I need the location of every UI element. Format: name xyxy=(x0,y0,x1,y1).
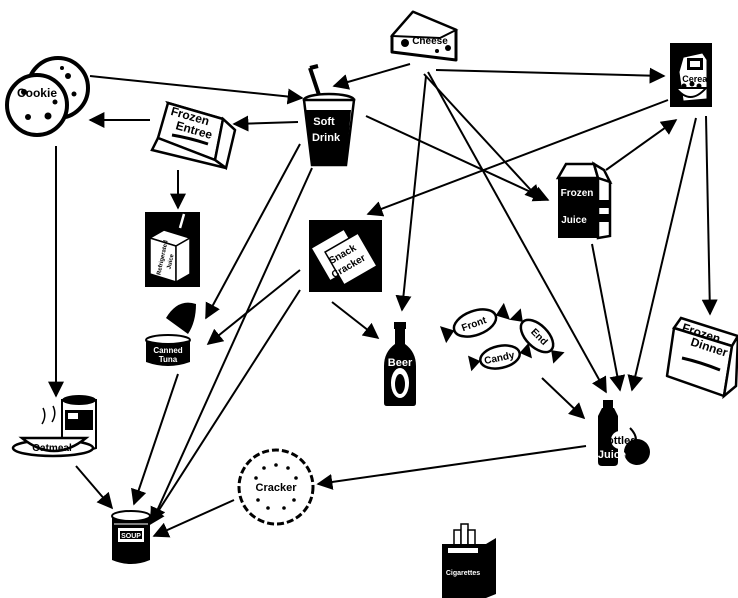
edge-oatmeal-to-soup xyxy=(75,465,114,510)
edge-soft-drink-to-soup xyxy=(150,167,313,524)
cookie-icon xyxy=(5,56,90,137)
edge-cereal-to-bottled-juice xyxy=(627,117,697,392)
edge-frozen-juice-to-cereal xyxy=(605,119,678,171)
edge-front-end-candy-to-bottled-juice xyxy=(541,377,586,420)
tuna-can-icon xyxy=(145,302,196,366)
node-oatmeal[interactable]: Oatmeal xyxy=(11,395,97,458)
refrigerated-juice-label-line2: Juice xyxy=(166,253,175,270)
snack-cracker-icon xyxy=(310,228,378,286)
cookie-label: Cookie xyxy=(17,86,57,100)
edges-layer xyxy=(48,63,718,538)
node-soup[interactable]: SOUP xyxy=(111,510,151,564)
juice-carton-icon xyxy=(555,161,613,240)
edge-snack-cracker-to-soup xyxy=(149,289,301,526)
node-beer[interactable]: Beer xyxy=(384,322,416,406)
node-cheese[interactable]: Cheese xyxy=(389,10,459,62)
canned-tuna-label-line2: Tuna xyxy=(159,355,178,364)
beer-bottle-icon xyxy=(384,322,416,406)
edge-snack-cracker-to-beer xyxy=(331,301,380,339)
juice-box-icon xyxy=(148,213,192,284)
node-soft-drink[interactable]: Soft Drink xyxy=(302,64,356,167)
oatmeal-label: Oatmeal xyxy=(32,443,72,454)
beer-label: Beer xyxy=(388,357,413,369)
edge-cookie-to-soft-drink xyxy=(89,75,304,105)
edge-soft-drink-to-frozen-entree xyxy=(232,115,299,132)
edge-frozen-juice-to-bottled-juice xyxy=(591,243,626,392)
oatmeal-bowl-icon xyxy=(11,395,97,458)
cigarette-pack-icon xyxy=(442,523,496,598)
edge-cheese-to-cereal xyxy=(435,67,666,84)
frozen-entree-box-icon xyxy=(150,100,237,171)
canned-tuna-label-line1: Canned xyxy=(153,346,182,355)
cheese-label: Cheese xyxy=(412,36,448,47)
node-bottled-juice[interactable]: Bottled Juice xyxy=(598,400,650,466)
edge-cheese-to-bottled-juice xyxy=(427,71,607,394)
bottled-juice-label-line1: Bottled xyxy=(599,435,637,447)
frozen-dinner-box-icon xyxy=(665,316,738,400)
edge-cheese-to-frozen-juice xyxy=(423,73,542,202)
node-cereal[interactable]: Cereal xyxy=(670,43,712,107)
edge-soft-drink-to-frozen-juice xyxy=(365,115,550,202)
node-canned-tuna[interactable]: Canned Tuna xyxy=(145,302,196,366)
edge-snack-cracker-to-canned-tuna xyxy=(206,269,301,346)
soup-can-icon xyxy=(111,510,151,564)
soft-drink-label-line1: Soft xyxy=(313,116,335,128)
frozen-juice-label-line1: Frozen xyxy=(561,188,594,199)
edge-bottled-juice-to-cracker xyxy=(316,445,587,490)
soup-label: SOUP xyxy=(121,533,141,540)
cheese-icon xyxy=(389,10,459,62)
soft-drink-label-line2: Drink xyxy=(312,132,341,144)
node-frozen-dinner[interactable]: Frozen Dinner xyxy=(665,316,738,400)
edge-cheese-to-soft-drink xyxy=(332,63,411,90)
frozen-juice-label-line2: Juice xyxy=(561,215,587,226)
edge-cereal-to-frozen-dinner xyxy=(701,115,718,316)
edge-cheese-to-beer xyxy=(395,75,427,312)
node-front-end-candy[interactable]: Front End Candy xyxy=(439,300,567,374)
cracker-label: Cracker xyxy=(256,482,298,494)
cracker-icon xyxy=(237,448,315,526)
node-frozen-juice[interactable]: Frozen Juice xyxy=(555,161,613,240)
node-cracker[interactable]: Cracker xyxy=(237,448,315,526)
node-refrigerated-juice[interactable]: Refrigerated Juice xyxy=(145,212,200,287)
cereal-label: Cereal xyxy=(682,74,710,84)
node-snack-cracker[interactable]: Snack Cracker xyxy=(309,220,382,292)
juice-bottle-icon xyxy=(598,400,650,466)
node-cigarettes[interactable]: Cigarettes xyxy=(442,523,496,598)
node-frozen-entree[interactable]: Frozen Entree xyxy=(150,100,237,171)
edge-cereal-to-snack-cracker xyxy=(366,99,669,217)
edge-canned-tuna-to-soup xyxy=(131,373,179,506)
edge-cracker-to-soup xyxy=(152,499,235,538)
bottled-juice-label-line2: Juice xyxy=(598,449,626,461)
candy-icon xyxy=(439,302,565,372)
node-cookie[interactable]: Cookie xyxy=(5,56,90,137)
cereal-box-icon xyxy=(673,53,709,101)
edge-soft-drink-to-canned-tuna xyxy=(205,143,301,320)
cigarettes-label: Cigarettes xyxy=(446,570,480,577)
soft-drink-cup-icon xyxy=(302,64,356,167)
